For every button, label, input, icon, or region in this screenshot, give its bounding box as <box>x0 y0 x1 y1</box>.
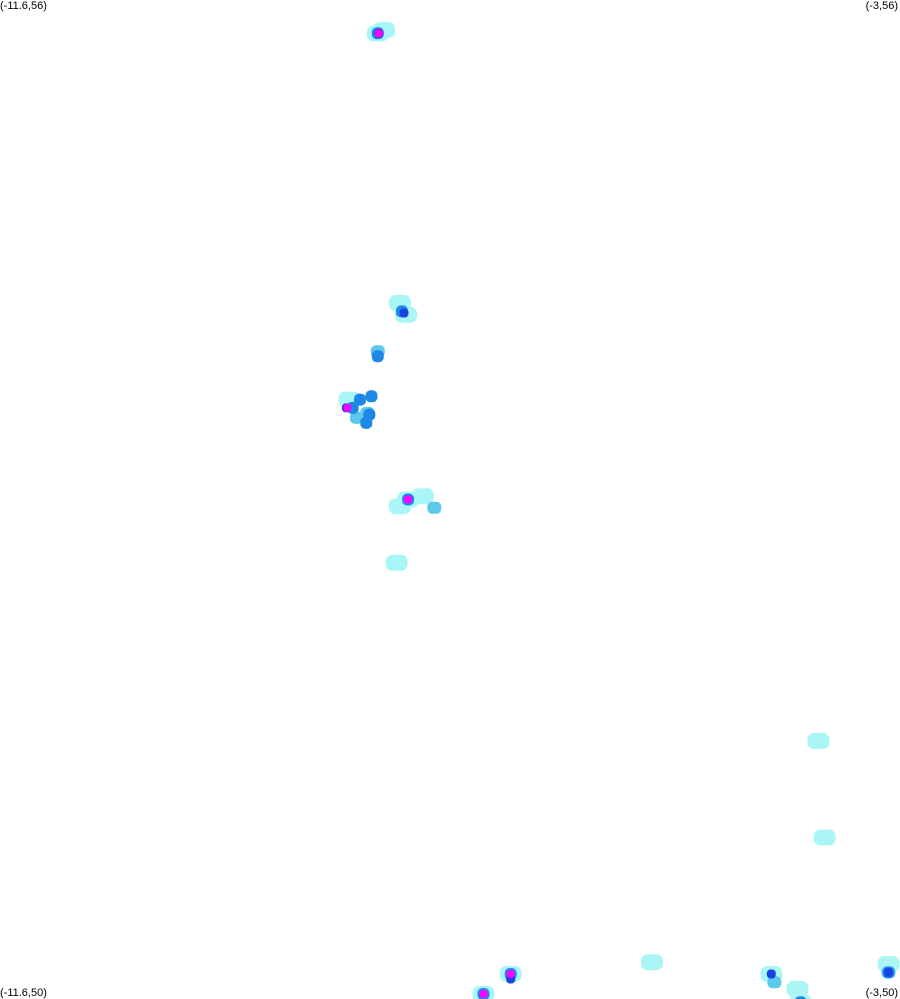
corner-label-bottom-right: (-3,50) <box>865 987 898 999</box>
heat-cell-light <box>427 501 442 514</box>
corner-label-bottom-left: (-11.6,50) <box>0 987 47 999</box>
heat-cluster <box>338 390 378 429</box>
heat-cell-peak <box>404 495 413 504</box>
heat-cluster <box>388 295 417 323</box>
heat-cell-low <box>813 829 836 846</box>
heat-cell-low <box>385 554 408 571</box>
heat-cell-low <box>807 732 830 749</box>
heat-cell-high <box>884 967 893 977</box>
heat-cluster <box>388 488 442 515</box>
heat-cell-peak <box>506 970 515 978</box>
heat-cluster <box>472 986 495 999</box>
heat-cell-medium <box>365 390 378 403</box>
heat-cell-medium <box>371 350 384 363</box>
heat-cell-medium <box>795 996 807 999</box>
heat-cell-low <box>641 954 663 971</box>
heat-cluster <box>786 981 812 999</box>
heat-cluster <box>807 732 830 749</box>
heat-cell-peak <box>343 403 352 412</box>
heat-cell-high <box>766 969 776 979</box>
heat-cluster <box>813 829 836 846</box>
heat-cluster <box>499 966 522 984</box>
heat-cell-high <box>399 308 409 318</box>
heat-cluster <box>760 966 783 989</box>
heat-cluster <box>385 554 408 571</box>
heat-cell-low <box>411 488 434 505</box>
heat-cell-peak <box>374 29 383 38</box>
heat-cell-peak <box>479 990 488 998</box>
heat-cluster <box>370 345 385 363</box>
heat-cell-light <box>349 411 364 424</box>
heat-cluster <box>641 954 663 971</box>
corner-label-top-right: (-3,56) <box>865 0 898 12</box>
heat-cell-medium <box>360 416 373 429</box>
heat-cluster <box>877 956 900 979</box>
heat-cluster <box>366 22 396 42</box>
corner-text-top-left: (-11.6,56) <box>0 0 47 12</box>
heat-cell-light <box>767 976 782 989</box>
heat-cell-low <box>786 981 809 997</box>
heat-cell-medium <box>354 393 366 406</box>
